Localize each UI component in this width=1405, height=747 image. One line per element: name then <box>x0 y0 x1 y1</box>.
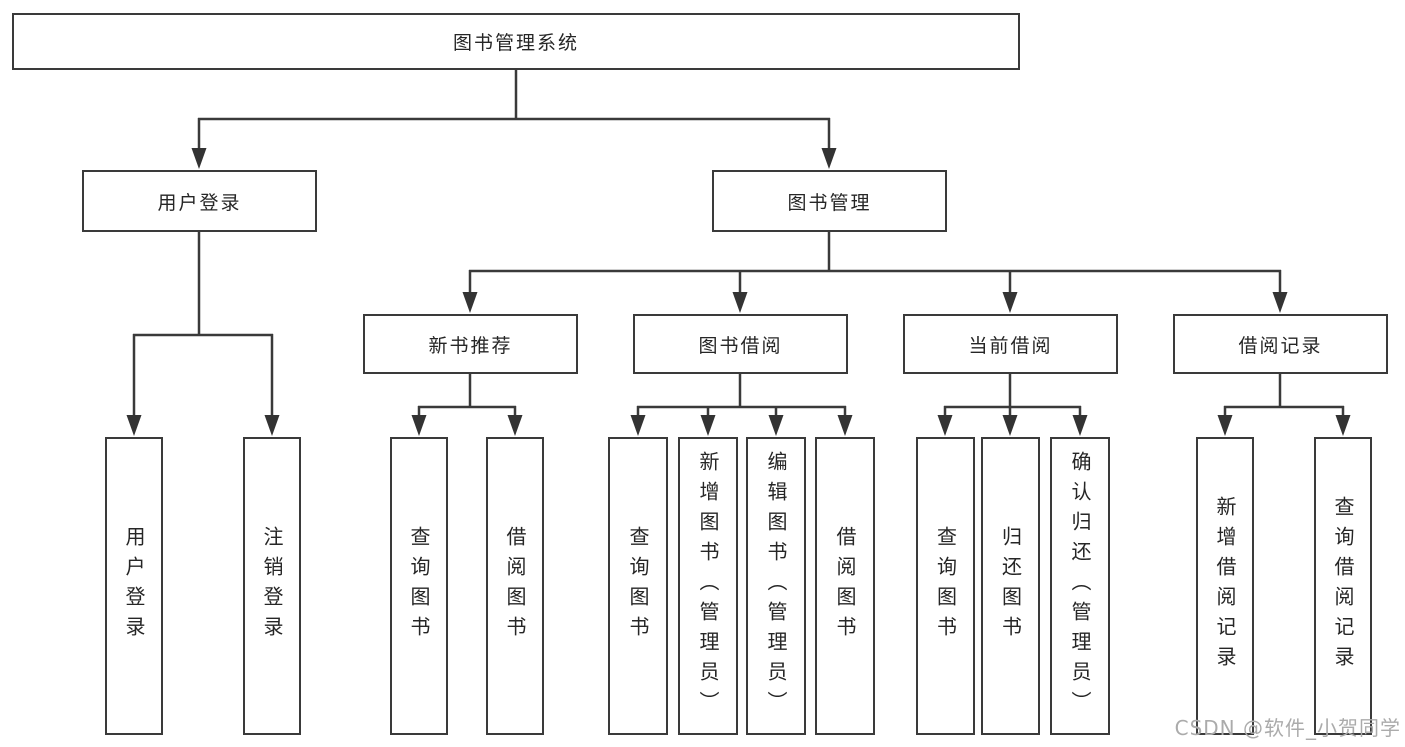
leaf-bb-borrow-books: 借阅图书 <box>815 437 875 735</box>
leaf-label: 编辑图书（管理员） <box>764 451 788 721</box>
leaf-br-add-record: 新增借阅记录 <box>1196 437 1254 735</box>
node-borrowing-records: 借阅记录 <box>1173 314 1388 374</box>
leaf-bb-edit-books-admin: 编辑图书（管理员） <box>746 437 806 735</box>
node-label: 用户登录 <box>157 191 242 214</box>
leaf-label: 归还图书 <box>998 526 1023 646</box>
leaf-label: 查询图书 <box>407 526 431 646</box>
node-book-management-group: 图书管理 <box>712 170 947 232</box>
leaf-label: 确认归还（管理员） <box>1068 451 1092 721</box>
leaf-bb-add-books-admin: 新增图书（管理员） <box>678 437 738 735</box>
leaf-label: 注销登录 <box>260 526 284 646</box>
leaf-label: 查询图书 <box>933 526 958 646</box>
leaf-label: 新增图书（管理员） <box>696 451 720 721</box>
node-label: 借阅记录 <box>1238 334 1323 357</box>
leaf-user-login: 用户登录 <box>105 437 163 735</box>
leaf-cb-query-books: 查询图书 <box>916 437 975 735</box>
leaf-label: 用户登录 <box>122 526 146 646</box>
leaf-label: 借阅图书 <box>503 526 527 646</box>
leaf-nbr-query-books: 查询图书 <box>390 437 448 735</box>
node-current-borrowing: 当前借阅 <box>903 314 1118 374</box>
node-label: 图书借阅 <box>698 334 783 357</box>
node-book-borrowing: 图书借阅 <box>633 314 848 374</box>
node-user-login-group: 用户登录 <box>82 170 317 232</box>
leaf-label: 借阅图书 <box>833 526 857 646</box>
leaf-cb-confirm-return-admin: 确认归还（管理员） <box>1050 437 1110 735</box>
node-label: 新书推荐 <box>428 334 513 357</box>
watermark: CSDN @软件_小贺同学 <box>1174 716 1401 740</box>
leaf-label: 查询图书 <box>626 526 650 646</box>
leaf-bb-query-books: 查询图书 <box>608 437 668 735</box>
node-label: 图书管理系统 <box>452 32 579 54</box>
node-library-management-system: 图书管理系统 <box>12 13 1020 70</box>
leaf-label: 新增借阅记录 <box>1213 496 1237 676</box>
leaf-br-query-record: 查询借阅记录 <box>1314 437 1372 735</box>
leaf-cb-return-books: 归还图书 <box>981 437 1040 735</box>
node-label: 当前借阅 <box>968 334 1053 357</box>
node-new-book-recommend: 新书推荐 <box>363 314 578 374</box>
leaf-label: 查询借阅记录 <box>1331 496 1355 676</box>
leaf-nbr-borrow-books: 借阅图书 <box>486 437 544 735</box>
node-label: 图书管理 <box>787 191 872 214</box>
leaf-logout: 注销登录 <box>243 437 301 735</box>
